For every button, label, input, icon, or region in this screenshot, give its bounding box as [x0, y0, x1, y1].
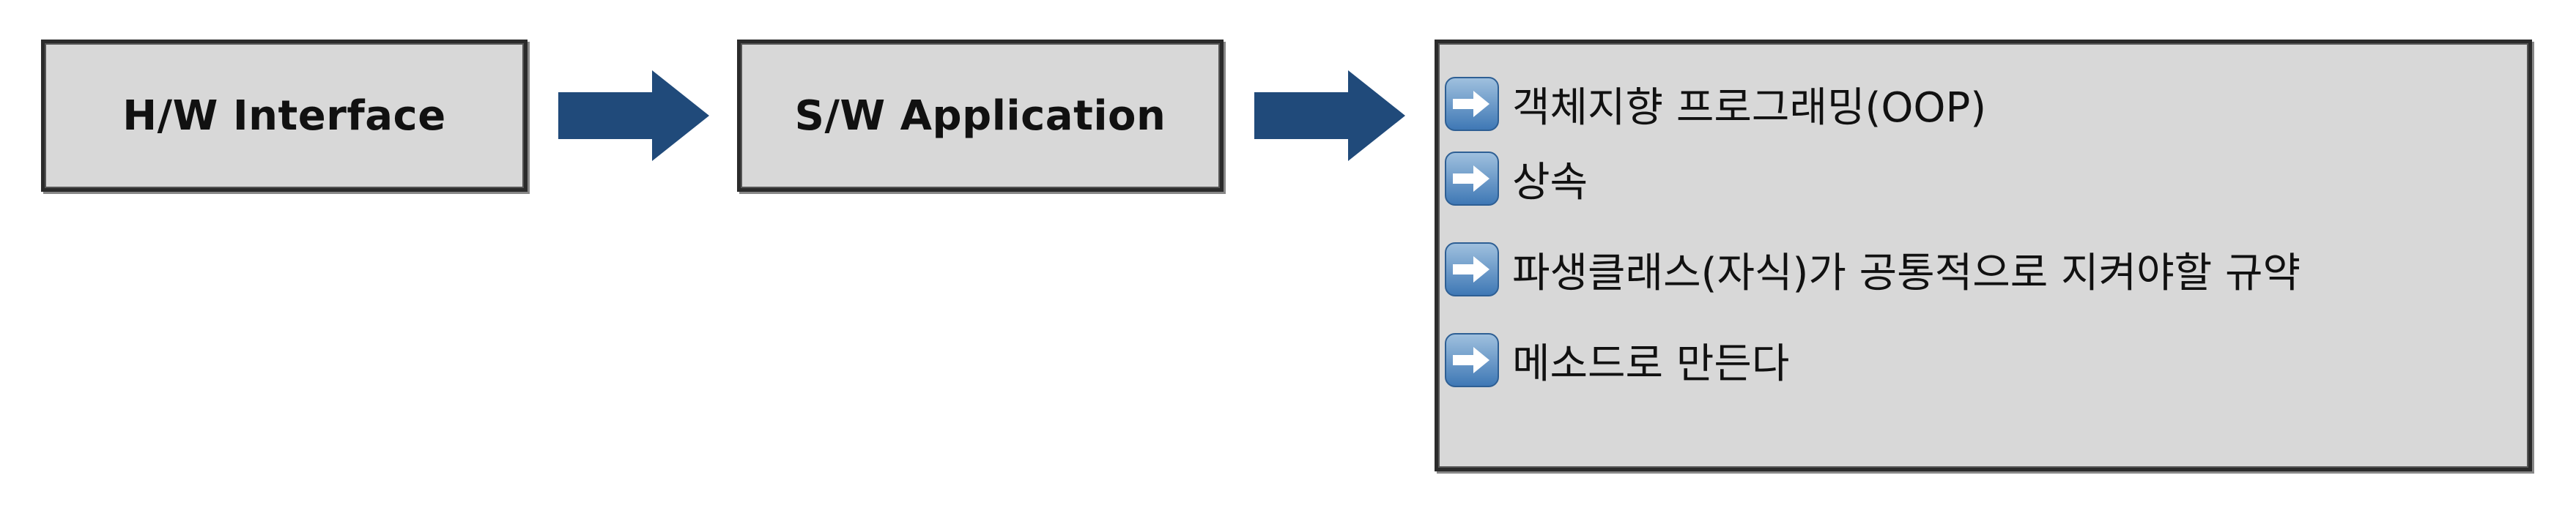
right-arrow-icon [1445, 152, 1499, 206]
right-arrow-icon [1445, 333, 1499, 387]
detail-text: 메소드로 만든다 [1512, 340, 1790, 388]
detail-item-contract: 파생클래스(자식)가 공통적으로 지켜야할 규약 [1445, 224, 2514, 315]
right-arrow-icon [1445, 77, 1499, 131]
detail-item-oop: 객체지향 프로그래밍(OOP) [1445, 75, 2514, 133]
detail-box [1435, 40, 2532, 471]
detail-item-method: 메소드로 만든다 [1445, 315, 2514, 406]
flow-arrow-icon [1254, 70, 1405, 161]
detail-text: 상속 [1512, 158, 1588, 206]
hw-interface-label: H/W Interface [122, 91, 446, 140]
sw-application-box: S/W Application [737, 40, 1224, 192]
sw-application-label: S/W Application [794, 91, 1166, 140]
detail-item-inheritance: 상속 [1445, 133, 2514, 224]
detail-list: 객체지향 프로그래밍(OOP) 상속 파생클래스(자식)가 공통적으로 지켜야할… [1445, 75, 2514, 406]
hw-interface-box: H/W Interface [41, 40, 528, 192]
detail-text: 파생클래스(자식)가 공통적으로 지켜야할 규약 [1512, 249, 2301, 297]
flow-arrow-icon [558, 70, 709, 161]
right-arrow-icon [1445, 242, 1499, 296]
detail-text: 객체지향 프로그래밍(OOP) [1512, 83, 1987, 132]
